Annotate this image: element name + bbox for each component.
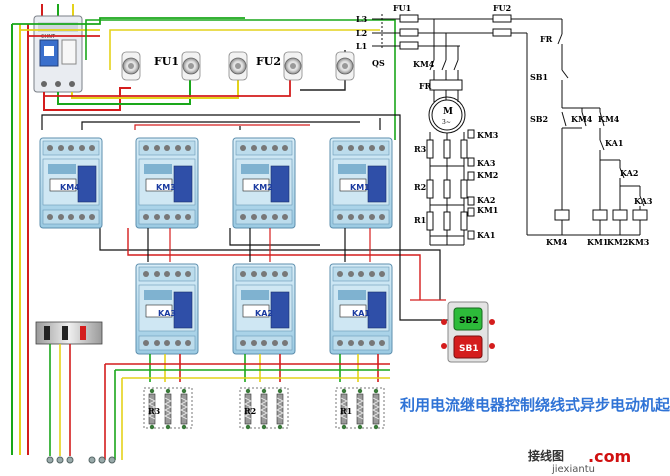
km4-main-label: KM4 [413, 59, 435, 69]
ctrl-sb1-label: SB1 [530, 72, 548, 82]
ctrl-fr-label: FR [540, 34, 553, 44]
relay-ka2-label: KA2 [255, 309, 273, 318]
coil-km1-label: KM1 [477, 205, 498, 215]
ctrl-ka2-label: KA2 [620, 168, 638, 178]
ctrl-ka3-label: KA3 [634, 196, 653, 206]
thermal-relay [35, 321, 103, 345]
motor-label: M [443, 107, 453, 117]
coil-ka2-label: KA2 [477, 195, 495, 205]
phase-l1-label: L1 [356, 41, 367, 51]
contactor-km2-label: KM2 [253, 183, 273, 192]
coil-ka1-label: KA1 [477, 230, 495, 240]
sb2-button [453, 307, 483, 331]
watermark-cn: 接线图 [528, 448, 564, 463]
watermark-url: jiexiantu [551, 464, 595, 475]
resistor-bank-r1: R1 [335, 387, 385, 430]
qs-label: QS [372, 58, 385, 68]
fuse-label-fu2: FU2 [256, 55, 281, 68]
phase-l3-label: L3 [356, 14, 368, 24]
watermark: 接线图 .com jiexiantu [528, 447, 631, 475]
motor-sub-label: 3~ [442, 119, 451, 126]
sb1-button [453, 335, 483, 359]
ctrl-bottom-km2: KM2 [607, 237, 628, 247]
rotor-r2-label: R2 [414, 182, 426, 192]
relay-ka3-label: KA3 [158, 309, 176, 318]
ctrl-bottom-km1: KM1 [587, 237, 608, 247]
phase-l2-label: L2 [356, 28, 367, 38]
coil-km2-label: KM2 [477, 170, 498, 180]
resistor-r3-label: R3 [148, 406, 161, 416]
relay-ka1-label: KA1 [352, 309, 370, 318]
motor-terminals [46, 456, 116, 464]
ctrl-bottom-km4: KM4 [546, 237, 568, 247]
schematic: L3 L2 L1 QS FU1 FU2 KM4 FR M 3~ [356, 3, 653, 247]
diagram-title: 利用电流继电器控制绕线式异步电动机起动控制线路 [400, 396, 670, 414]
contactor-km1-label: KM1 [350, 183, 370, 192]
ctrl-sb2-label: SB2 [530, 114, 548, 124]
sb1-label: SB1 [459, 344, 479, 354]
coil-ka3-label: KA3 [477, 158, 496, 168]
contactor-km4-label: KM4 [60, 183, 80, 192]
fuse-label-fu1: FU1 [154, 55, 179, 68]
fr-main-label: FR [419, 81, 432, 91]
pictorial-wiring: CHNT FU1 FU2 [11, 4, 495, 464]
ctrl-km4-b-label: KM4 [598, 114, 620, 124]
coil-km3-label: KM3 [477, 130, 499, 140]
resistor-bank-r2: R2 [239, 387, 289, 430]
ctrl-km4-a-label: KM4 [571, 114, 593, 124]
circuit-breaker: CHNT [33, 15, 83, 93]
ctrl-ka1-label: KA1 [605, 138, 623, 148]
contactor-km3-label: KM3 [156, 183, 176, 192]
fu2-label: FU2 [493, 3, 511, 13]
resistor-bank-r3: R3 [143, 387, 193, 430]
sb2-label: SB2 [459, 316, 479, 326]
rotor-r3-label: R3 [414, 144, 427, 154]
rotor-r1-label: R1 [414, 215, 426, 225]
watermark-com: .com [588, 447, 631, 466]
resistor-r2-label: R2 [244, 406, 256, 416]
resistor-r1-label: R1 [340, 406, 352, 416]
svg-text:CHNT: CHNT [41, 34, 56, 40]
push-button-station: SB2 SB1 [399, 250, 495, 363]
ctrl-bottom-km3: KM3 [628, 237, 650, 247]
fu1-label: FU1 [393, 3, 411, 13]
